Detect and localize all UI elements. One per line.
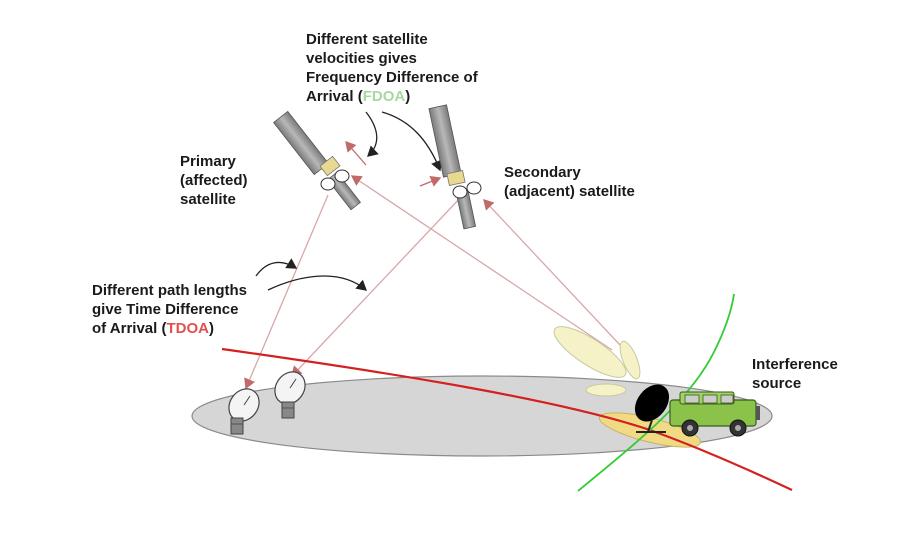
fdoa-pointer-arrow-1 <box>365 111 379 157</box>
fdoa-line-3: Frequency Difference of <box>306 69 478 86</box>
fdoa-line-4: Arrival (FDOA) <box>306 87 478 106</box>
secondary-satellite-icon <box>428 104 482 230</box>
primary-line-3: satellite <box>180 191 236 208</box>
downlink-path-primary <box>244 194 329 390</box>
tdoa-pointer-arrow-1 <box>255 258 298 277</box>
tdoa-line-3-post: ) <box>208 320 214 337</box>
beam-lobe-back <box>585 383 627 397</box>
fdoa-acronym: FDOA <box>362 88 406 105</box>
tdoa-pointer-arrow-2 <box>267 275 367 291</box>
secondary-satellite-label: Secondary (adjacent) satellite <box>504 163 635 201</box>
ground-dish-1-icon <box>228 388 260 435</box>
fdoa-curve <box>577 293 735 492</box>
downlink-path-secondary <box>291 195 463 377</box>
fdoa-pointer-arrow-2 <box>381 111 443 172</box>
primary-velocity-arrow <box>345 141 367 166</box>
fdoa-line-4-pre: Arrival ( <box>306 88 363 105</box>
beam-lobe-side <box>619 340 641 380</box>
tdoa-line-3-pre: of Arrival ( <box>92 320 167 337</box>
interference-line-1: Interference <box>752 356 838 373</box>
ground-dish-2-icon <box>274 371 306 419</box>
primary-satellite-label: Primary (affected) satellite <box>180 152 248 209</box>
primary-line-1: Primary <box>180 153 236 170</box>
uplink-path-primary <box>350 175 613 351</box>
tdoa-line-2: give Time Difference <box>92 301 239 318</box>
interference-line-2: source <box>752 375 802 392</box>
primary-satellite-icon <box>273 110 361 211</box>
tdoa-annotation: Different path lengths give Time Differe… <box>92 281 247 338</box>
beam-lobe-main <box>553 326 627 378</box>
jeep-icon <box>669 391 760 437</box>
secondary-line-1: Secondary <box>504 164 581 181</box>
tdoa-curve <box>221 347 793 491</box>
fdoa-line-2: velocities gives <box>306 50 417 67</box>
interference-source-label: Interference source <box>752 355 838 393</box>
secondary-line-2: (adjacent) satellite <box>504 183 635 200</box>
secondary-velocity-arrow <box>419 175 442 187</box>
tdoa-acronym: TDOA <box>166 320 209 337</box>
tdoa-line-3: of Arrival (TDOA) <box>92 319 247 338</box>
interference-dish-icon <box>634 384 670 433</box>
fdoa-line-4-post: ) <box>405 88 411 105</box>
fdoa-annotation: Different satellite velocities gives Fre… <box>306 30 478 106</box>
tdoa-line-1: Different path lengths <box>92 282 248 299</box>
primary-line-2: (affected) <box>180 172 248 189</box>
uplink-path-secondary <box>483 199 621 346</box>
fdoa-line-1: Different satellite <box>306 31 428 48</box>
